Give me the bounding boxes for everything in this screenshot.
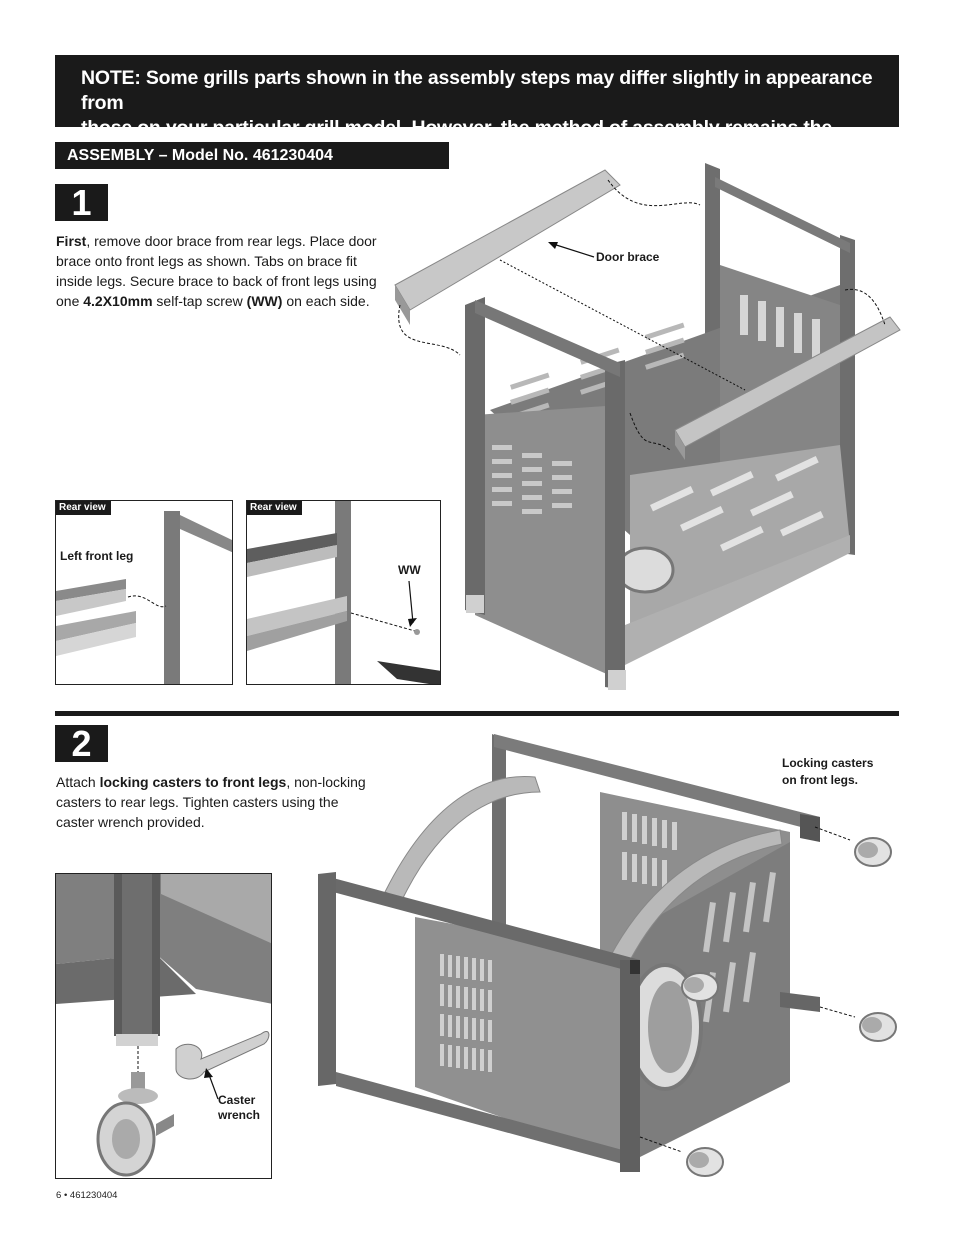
caster-icon bbox=[780, 992, 897, 1042]
footer-model-number: 461230404 bbox=[69, 1190, 118, 1201]
ww-label: WW bbox=[398, 563, 421, 577]
inset-left-tag: Rear view bbox=[56, 501, 111, 515]
page-number: 6 bbox=[56, 1190, 62, 1201]
note-line-1: NOTE: Some grills parts shown in the ass… bbox=[81, 67, 873, 114]
step-1-grill-cart-illustration bbox=[394, 163, 901, 690]
assembly-header: ASSEMBLY – Model No. 461230404 bbox=[55, 142, 449, 169]
step-2-grill-cart-inverted-illustration bbox=[318, 734, 897, 1177]
step-1-instructions: First, remove door brace from rear legs.… bbox=[56, 233, 377, 309]
inset-screw-ww: Rear view WW bbox=[246, 500, 441, 685]
locking-casters-label: Locking casters on front legs. bbox=[782, 756, 874, 787]
caster-wrench-detail-icon bbox=[56, 874, 271, 1177]
step-2-number: 2 bbox=[55, 725, 108, 762]
page-footer: 6 • 461230404 bbox=[56, 1190, 118, 1201]
left-front-leg-label: Left front leg bbox=[60, 549, 134, 563]
inset-caster-wrench: Caster wrench bbox=[55, 873, 272, 1179]
left-front-leg-detail-icon bbox=[56, 511, 232, 684]
screw-ww-detail-icon bbox=[247, 501, 440, 684]
inset-right-tag: Rear view bbox=[247, 501, 302, 515]
door-brace-label: Door brace bbox=[596, 250, 660, 264]
step-1-number: 1 bbox=[55, 184, 108, 221]
note-banner: NOTE: Some grills parts shown in the ass… bbox=[55, 55, 899, 164]
step-divider bbox=[55, 711, 899, 716]
step-2-instructions: Attach locking casters to front legs, no… bbox=[56, 774, 366, 830]
caster-icon bbox=[681, 972, 719, 1002]
caster-icon bbox=[814, 826, 892, 867]
caster-wrench-label: Caster wrench bbox=[218, 1093, 261, 1122]
inset-left-front-leg: Rear view Left front leg bbox=[55, 500, 233, 685]
caster-icon bbox=[639, 1136, 724, 1177]
step-1-first: First bbox=[56, 233, 87, 249]
